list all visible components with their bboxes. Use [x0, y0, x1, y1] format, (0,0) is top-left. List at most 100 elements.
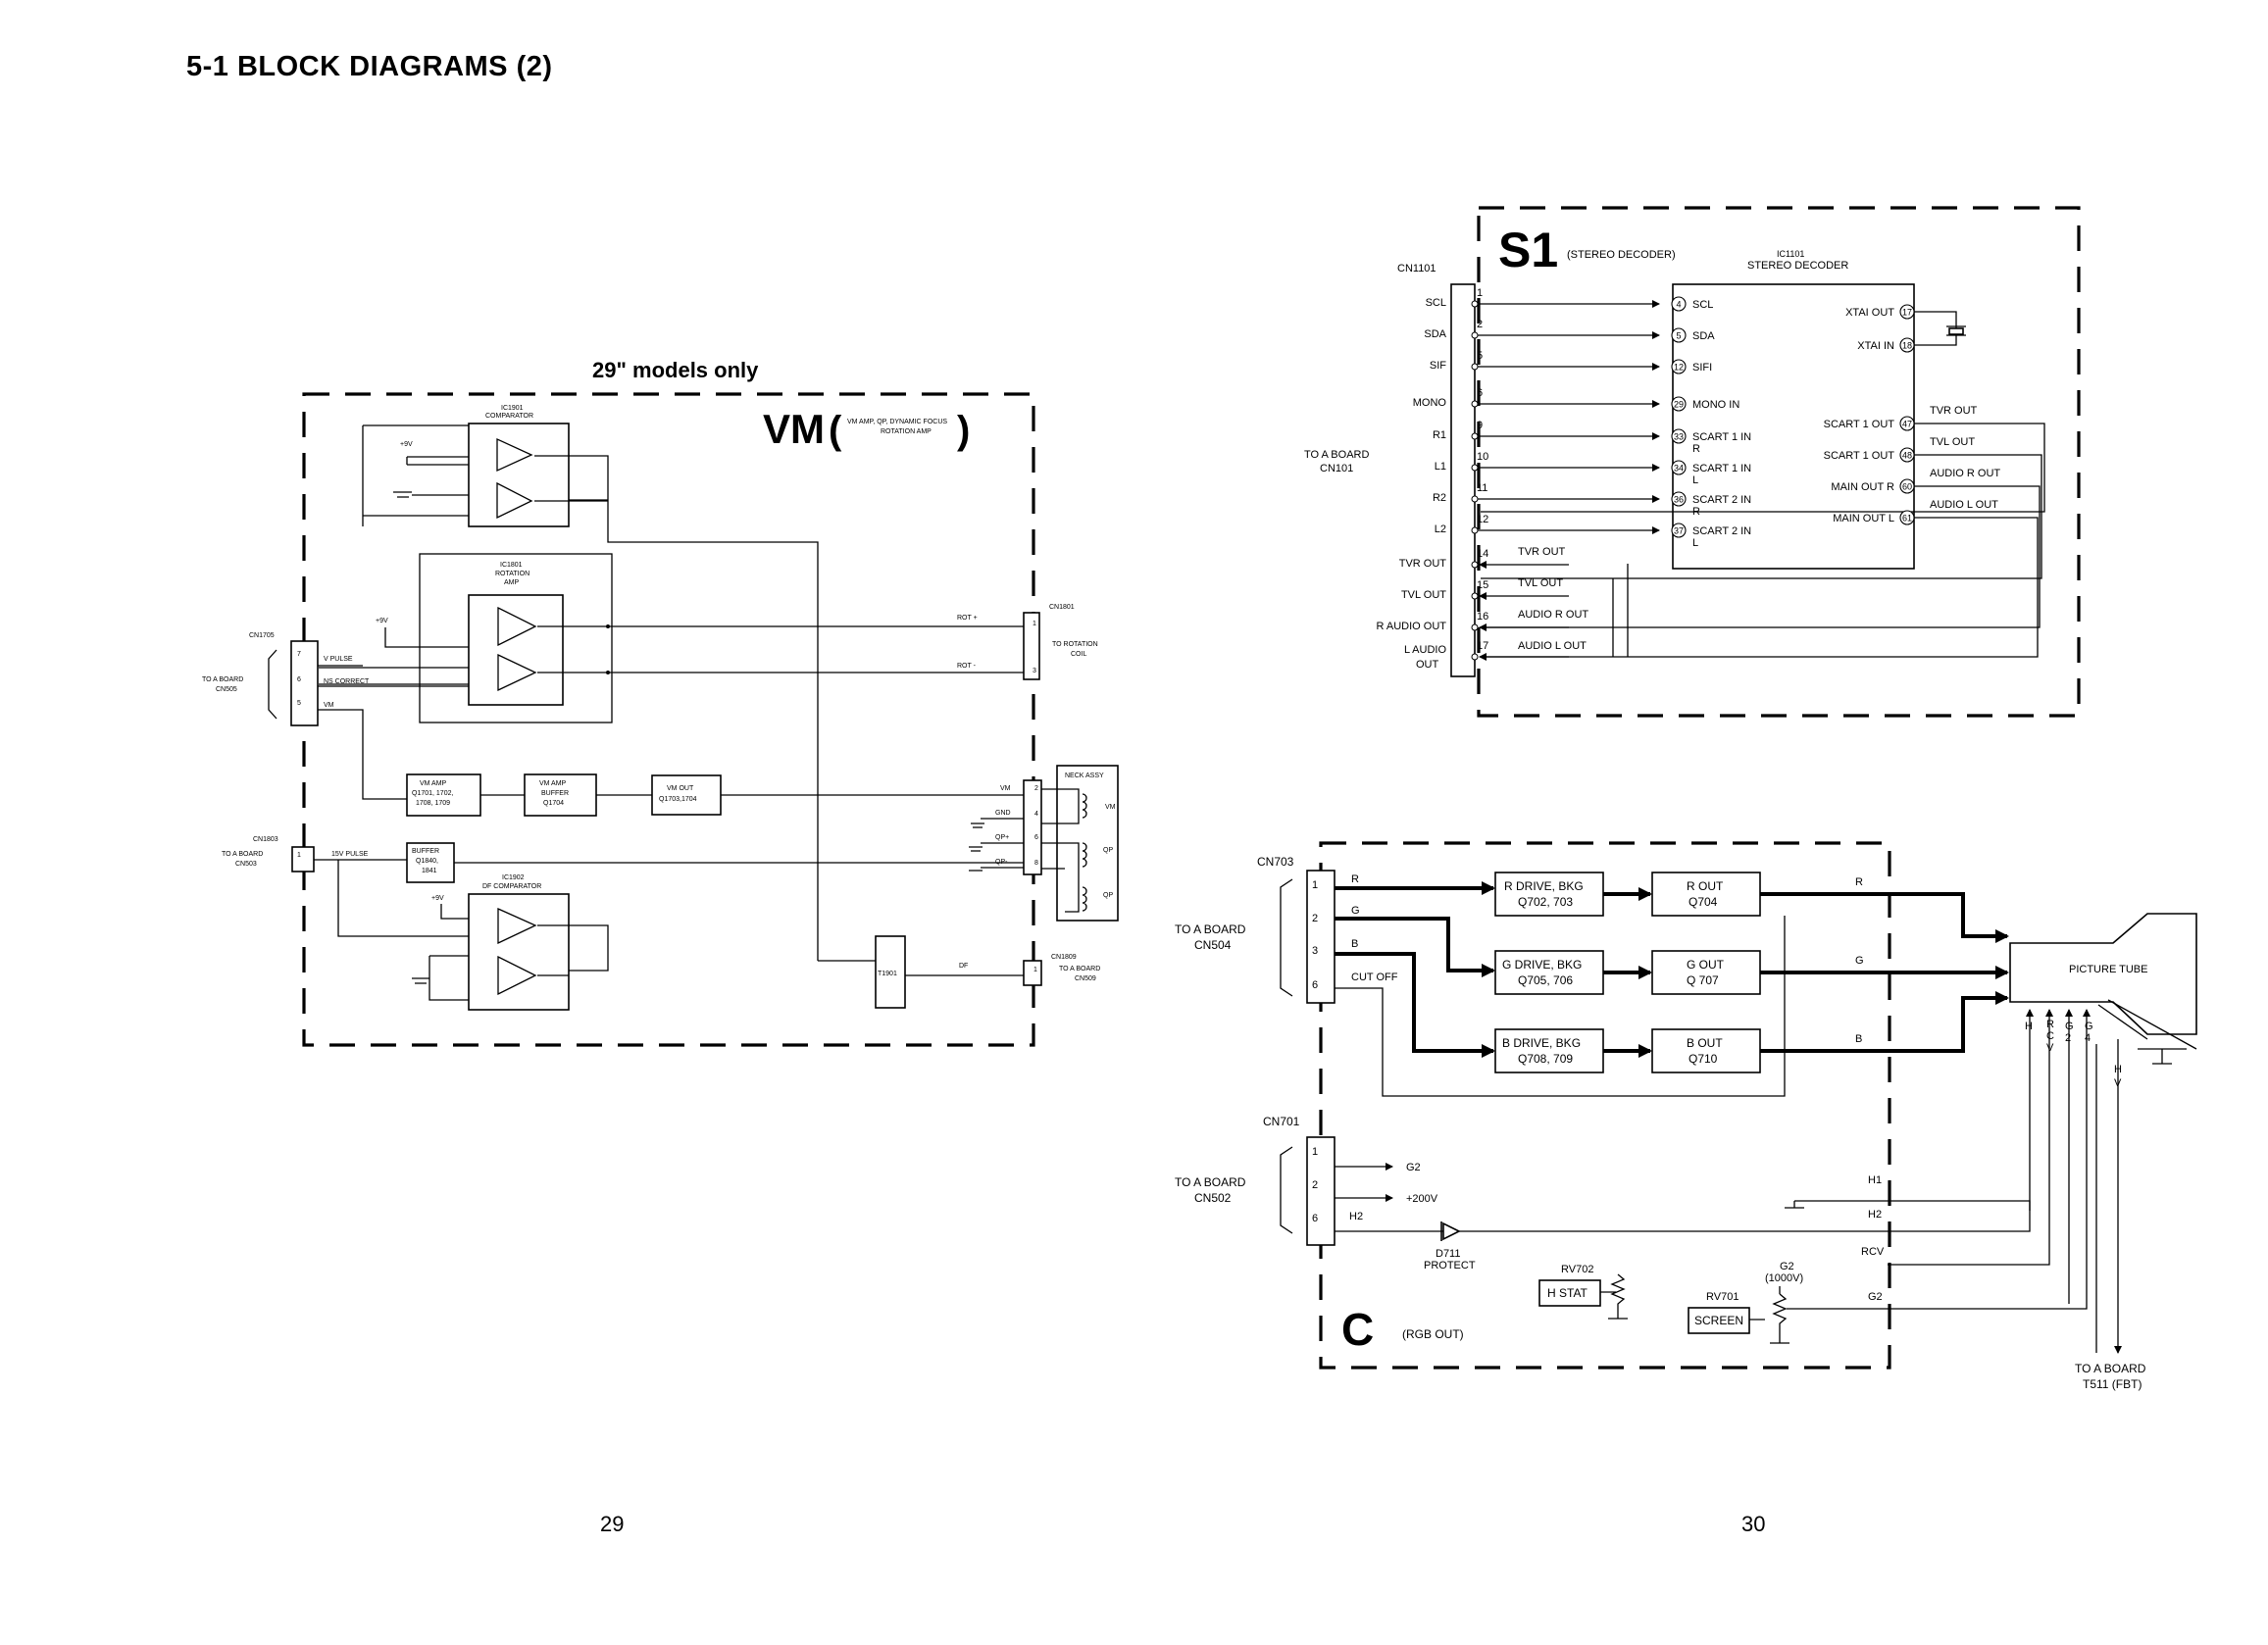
svg-text:H: H	[2025, 1021, 2033, 1032]
cn703-cn504: CN504	[1194, 938, 1232, 952]
page-title: 5-1 BLOCK DIAGRAMS (2)	[186, 51, 553, 82]
cn1803-to-a-board: TO A BOARD	[222, 851, 263, 858]
t1901-label: T1901	[878, 971, 897, 977]
neck-assy-label: NECK ASSY	[1065, 773, 1104, 779]
l-audio-out-2: OUT	[1416, 659, 1439, 671]
cn1809-cn509: CN509	[1075, 975, 1096, 982]
ic1801-frame	[419, 553, 613, 723]
h-stat-label: H STAT	[1547, 1286, 1588, 1300]
cn1803-label: CN1803	[253, 836, 278, 843]
ic1901-amp-2	[496, 481, 533, 520]
vm-board-border	[302, 392, 1035, 1047]
df-label: DF	[959, 963, 968, 970]
cn1705-v-pulse: V PULSE	[324, 656, 353, 663]
ic1101-name: STEREO DECODER	[1747, 260, 1848, 272]
svg-text:5: 5	[297, 700, 301, 707]
cn701-label: CN701	[1263, 1115, 1300, 1128]
ic1801-name-1: ROTATION	[495, 571, 529, 577]
svg-text:V: V	[2046, 1042, 2054, 1054]
ic1801-amp-2	[497, 653, 537, 692]
vm-desc-2: ROTATION AMP	[881, 428, 932, 435]
g2-label: G2	[1406, 1162, 1421, 1173]
rcv-label: RCV	[1861, 1246, 1885, 1258]
svg-text:VM: VM	[1105, 804, 1116, 811]
svg-text:2: 2	[1034, 785, 1038, 792]
rout-box	[1651, 872, 1761, 917]
svg-text:G: G	[1351, 905, 1360, 917]
g2-1000v-label: (1000V)	[1765, 1272, 1803, 1284]
rdrive-box	[1494, 872, 1604, 917]
h2-label: H2	[1868, 1209, 1882, 1221]
svg-text:6: 6	[297, 676, 301, 683]
svg-text:2: 2	[1312, 1179, 1318, 1191]
svg-text:4: 4	[2085, 1032, 2091, 1044]
protect-label: PROTECT	[1424, 1260, 1476, 1271]
svg-text:Q1840,: Q1840,	[416, 858, 438, 865]
cn1705-to-a-board: TO A BOARD	[202, 676, 243, 683]
page-number-left: 29	[600, 1512, 625, 1536]
cn1801-connector	[1023, 612, 1040, 680]
ic1901-9v: +9V	[400, 441, 413, 448]
svg-text:1: 1	[1033, 967, 1037, 973]
ic1902-label: IC1902	[502, 874, 525, 881]
cut-off-label: CUT OFF	[1351, 972, 1398, 983]
s1-board: S1 (STEREO DECODER) IC1101 STEREO DECODE…	[1304, 206, 2081, 718]
svg-text:VM AMP: VM AMP	[420, 780, 447, 787]
picture-tube-label: PICTURE TUBE	[2069, 964, 2147, 975]
15v-pulse-label: 15V PULSE	[331, 851, 369, 858]
vm-board-title: VM	[763, 406, 825, 452]
cn703-to-a-board: TO A BOARD	[1175, 922, 1246, 936]
svg-text:Q704: Q704	[1688, 895, 1718, 909]
ic1801-9v: +9V	[376, 618, 388, 624]
svg-text:G: G	[1855, 955, 1864, 967]
d711-diode	[1440, 1221, 1461, 1241]
rot-plus-label: ROT +	[957, 615, 978, 622]
cn703-connector	[1306, 870, 1336, 1004]
c-board: C (RGB OUT) CN703 TO A BOARD CN504 1 2 3…	[1175, 841, 2197, 1391]
svg-text:Q 707: Q 707	[1687, 973, 1719, 987]
cn1809-connector	[1023, 960, 1042, 986]
s1-to-a-board: TO A BOARD	[1304, 449, 1369, 461]
buffer-box	[406, 842, 455, 883]
ic1902-name: DF COMPARATOR	[482, 883, 541, 890]
cn701-to-a-board: TO A BOARD	[1175, 1175, 1246, 1189]
ic1901-name: COMPARATOR	[485, 413, 533, 420]
svg-text:C: C	[2046, 1030, 2054, 1042]
cn1705-cn505: CN505	[216, 686, 237, 693]
svg-text:VM OUT: VM OUT	[667, 785, 694, 792]
svg-text:1: 1	[297, 852, 301, 859]
screen-label: SCREEN	[1694, 1314, 1743, 1327]
svg-text:Q1703,1704: Q1703,1704	[659, 796, 697, 803]
cn703-label: CN703	[1257, 855, 1294, 869]
neck-connector	[1023, 779, 1042, 875]
svg-text:G: G	[2065, 1021, 2074, 1032]
svg-text:BUFFER: BUFFER	[412, 848, 439, 855]
svg-text:2: 2	[1312, 913, 1318, 924]
bdrive-box	[1494, 1028, 1604, 1073]
vm-board: 29" models only VM ( VM AMP, QP, DYNAMIC…	[202, 358, 1119, 1047]
svg-text:4: 4	[1034, 811, 1038, 818]
gnd-label: GND	[995, 810, 1011, 817]
ic1902-amp-1	[497, 907, 537, 945]
cn1809-label: CN1809	[1051, 954, 1077, 961]
svg-text:6: 6	[1312, 979, 1318, 991]
cn1705-vm: VM	[324, 702, 334, 709]
g2-right-label: G2	[1868, 1291, 1883, 1303]
cn1101-label: CN1101	[1397, 263, 1436, 274]
svg-text:7: 7	[297, 651, 301, 658]
vm-paren-close: )	[957, 409, 970, 452]
ic1801-box	[468, 594, 564, 706]
ic1902-9v: +9V	[431, 895, 444, 902]
ic1801-amp-1	[497, 606, 537, 647]
svg-text:1: 1	[1033, 621, 1036, 627]
svg-text:G OUT: G OUT	[1687, 958, 1725, 972]
d711-label: D711	[1436, 1248, 1460, 1260]
svg-text:B OUT: B OUT	[1687, 1036, 1723, 1050]
ic1901-amp-1	[496, 437, 533, 473]
svg-text:1: 1	[1312, 879, 1318, 891]
h2-label-left: H2	[1349, 1211, 1363, 1222]
qp-plus-label: QP+	[995, 834, 1009, 841]
svg-text:R: R	[1855, 876, 1863, 888]
s1-subtitle: (STEREO DECODER)	[1567, 249, 1676, 261]
